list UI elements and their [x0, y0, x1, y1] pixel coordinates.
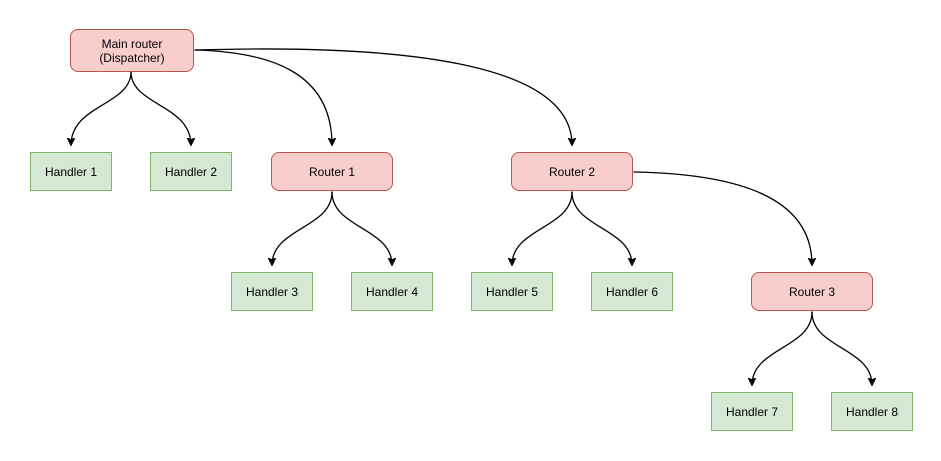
edge-router-2-to-handler-6	[571, 191, 632, 265]
node-label-router-1: Router 1	[308, 164, 356, 179]
edge-router-1-to-handler-3	[272, 191, 333, 265]
edge-router-2-to-router-3	[633, 171, 812, 265]
node-label-handler-7: Handler 7	[725, 404, 779, 419]
node-label-handler-1: Handler 1	[44, 164, 98, 179]
node-handler-5[interactable]: Handler 5	[471, 272, 553, 311]
edge-main-to-router-2	[194, 48, 572, 145]
node-router-3[interactable]: Router 3	[751, 272, 873, 311]
node-label-handler-4: Handler 4	[365, 284, 419, 299]
edge-router-3-to-handler-7	[752, 311, 813, 385]
edge-router-3-to-handler-8	[811, 311, 872, 385]
node-handler-8[interactable]: Handler 8	[831, 392, 913, 431]
node-label-handler-6: Handler 6	[605, 284, 659, 299]
node-label-main-router: Main router (Dispatcher)	[99, 36, 165, 65]
node-main-router[interactable]: Main router (Dispatcher)	[70, 29, 194, 72]
edge-router-1-to-handler-4	[331, 191, 392, 265]
node-label-handler-2: Handler 2	[164, 164, 218, 179]
node-label-handler-8: Handler 8	[845, 404, 899, 419]
edge-router-2-to-handler-5	[512, 191, 573, 265]
edge-main-to-handler-2	[130, 71, 191, 145]
edges-group	[71, 48, 872, 385]
node-handler-4[interactable]: Handler 4	[351, 272, 433, 311]
node-label-router-2: Router 2	[548, 164, 596, 179]
node-handler-7[interactable]: Handler 7	[711, 392, 793, 431]
node-label-handler-3: Handler 3	[245, 284, 299, 299]
node-handler-6[interactable]: Handler 6	[591, 272, 673, 311]
edge-main-to-handler-1	[71, 71, 132, 145]
node-handler-3[interactable]: Handler 3	[231, 272, 313, 311]
node-handler-2[interactable]: Handler 2	[150, 152, 232, 191]
node-handler-1[interactable]: Handler 1	[30, 152, 112, 191]
node-label-handler-5: Handler 5	[485, 284, 539, 299]
node-router-2[interactable]: Router 2	[511, 152, 633, 191]
node-router-1[interactable]: Router 1	[271, 152, 393, 191]
node-label-router-3: Router 3	[788, 284, 836, 299]
edge-main-to-router-1	[194, 49, 332, 145]
